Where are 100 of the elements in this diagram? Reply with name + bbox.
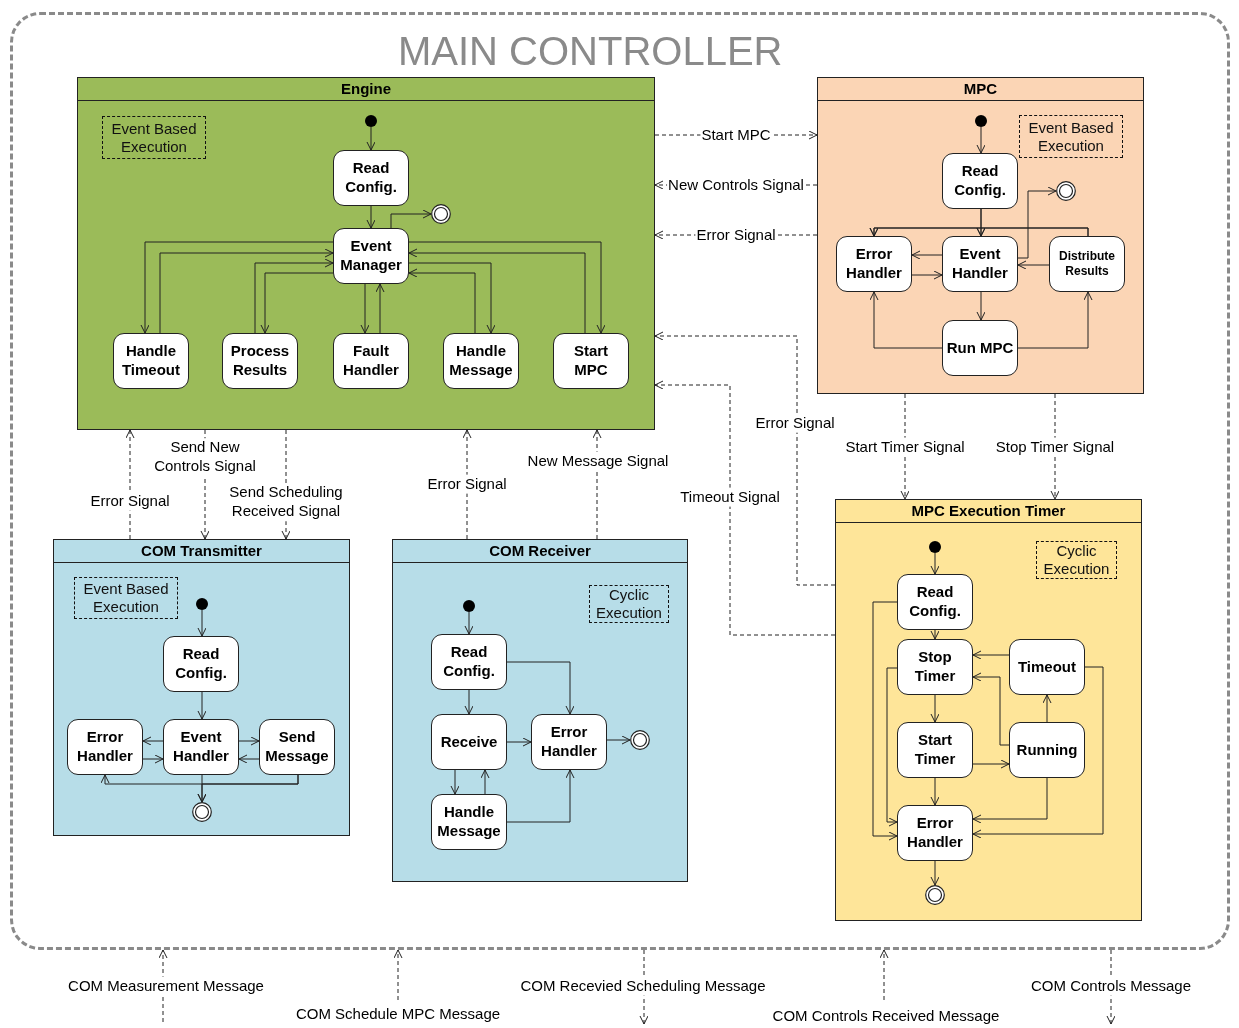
state-box: Process Results — [222, 333, 298, 389]
state-box: Run MPC — [942, 320, 1018, 376]
transition-arrow — [930, 629, 940, 640]
final-state-circle — [431, 204, 451, 224]
boundary-label: MAIN CONTROLLER — [398, 29, 783, 73]
transition-arrow — [972, 650, 1010, 660]
transition-arrow — [976, 126, 986, 154]
signal-arrow — [639, 949, 649, 1025]
transition-arrow — [408, 268, 476, 334]
state-box: Error Handler — [836, 236, 912, 292]
edge-label: COM Recevied Scheduling Message — [519, 976, 767, 996]
transition-arrow — [142, 736, 164, 746]
signal-arrow — [879, 949, 889, 1001]
state-box: Error Handler — [531, 714, 607, 770]
transition-arrow — [930, 694, 940, 723]
edge-label: Error Signal — [754, 413, 836, 433]
state-box: Start MPC — [553, 333, 629, 389]
transition-arrow — [1042, 694, 1052, 723]
transition-arrow — [911, 250, 943, 260]
note-box: Event Based Execution — [1019, 115, 1123, 158]
transition-arrow — [408, 248, 586, 334]
transition-arrow — [930, 777, 940, 806]
transition-arrow — [450, 769, 460, 795]
state-box: Event Manager — [333, 228, 409, 284]
state-box: Handle Message — [443, 333, 519, 389]
final-state-circle — [925, 885, 945, 905]
state-box: Receive — [431, 714, 507, 770]
edge-label: Error Signal — [426, 474, 508, 494]
signal-arrow — [393, 949, 403, 1001]
transition-arrow — [869, 291, 943, 349]
transition-arrow — [375, 283, 385, 334]
transition-arrow — [390, 209, 432, 229]
transition-arrow — [197, 609, 207, 637]
state-box: Read Config. — [942, 153, 1018, 209]
note-box: Event Based Execution — [74, 577, 178, 619]
edge-label: Stop Timer Signal — [994, 437, 1116, 457]
signal-arrow — [654, 331, 836, 586]
transition-arrow — [159, 248, 334, 334]
state-box: Event Handler — [163, 719, 239, 775]
signal-arrow — [462, 429, 472, 540]
signal-arrow — [1050, 393, 1060, 500]
state-box: Handle Message — [431, 794, 507, 850]
state-box: Timeout — [1009, 639, 1085, 695]
initial-state-dot — [929, 541, 941, 553]
final-state-circle — [192, 802, 212, 822]
state-box: Distribute Results — [1049, 236, 1125, 292]
signal-arrow — [125, 429, 135, 540]
transition-arrow — [238, 754, 260, 764]
edge-label: New Message Signal — [526, 451, 670, 471]
panel-title: COM Receiver — [393, 540, 687, 563]
signal-arrow — [654, 380, 836, 636]
note-box: Cyclic Execution — [589, 585, 669, 623]
component-panel — [817, 77, 1144, 394]
transition-arrow — [140, 241, 334, 334]
transition-arrow — [972, 666, 1104, 839]
transition-arrow — [930, 860, 940, 886]
transition-arrow — [366, 126, 376, 151]
component-panel — [53, 539, 350, 836]
state-box: Error Handler — [67, 719, 143, 775]
signal-arrow — [592, 429, 602, 540]
transition-arrow — [197, 691, 207, 720]
state-box: Start Timer — [897, 722, 973, 778]
system-boundary — [10, 12, 1230, 950]
component-panel — [835, 499, 1142, 921]
final-state-circle — [1056, 181, 1076, 201]
state-box: Stop Timer — [897, 639, 973, 695]
transition-arrow — [360, 283, 370, 334]
initial-state-dot — [365, 115, 377, 127]
state-box: Send Message — [259, 719, 335, 775]
panel-title: MPC Execution Timer — [836, 500, 1141, 523]
initial-state-dot — [196, 598, 208, 610]
transition-arrow — [464, 689, 474, 715]
note-box: Event Based Execution — [102, 116, 206, 159]
signal-arrow — [1106, 949, 1116, 1025]
signal-arrow — [158, 949, 168, 1023]
transition-arrow — [506, 737, 532, 747]
transition-arrow — [972, 672, 1010, 746]
edge-label: COM Controls Message — [1029, 976, 1193, 996]
note-box: Cyclic Execution — [1036, 541, 1117, 579]
state-box: Read Config. — [163, 636, 239, 692]
transition-arrow — [972, 759, 1010, 769]
state-box: Error Handler — [897, 805, 973, 861]
state-box: Read Config. — [333, 150, 409, 206]
transition-arrow — [408, 241, 606, 334]
transition-arrow — [972, 777, 1048, 824]
panel-title: Engine — [78, 78, 654, 101]
transition-arrow — [911, 270, 943, 280]
transition-arrow — [254, 258, 334, 334]
transition-arrow — [366, 205, 376, 229]
state-box: Running — [1009, 722, 1085, 778]
state-box: Fault Handler — [333, 333, 409, 389]
edge-label: COM Measurement Message — [67, 976, 265, 996]
component-panel — [392, 539, 688, 882]
transition-arrow — [872, 601, 898, 841]
transition-arrow — [976, 227, 1089, 237]
transition-arrow — [606, 735, 631, 745]
transition-arrow — [1017, 186, 1057, 259]
state-box: Event Handler — [942, 236, 1018, 292]
edge-label: Start Timer Signal — [844, 437, 966, 457]
initial-state-dot — [975, 115, 987, 127]
